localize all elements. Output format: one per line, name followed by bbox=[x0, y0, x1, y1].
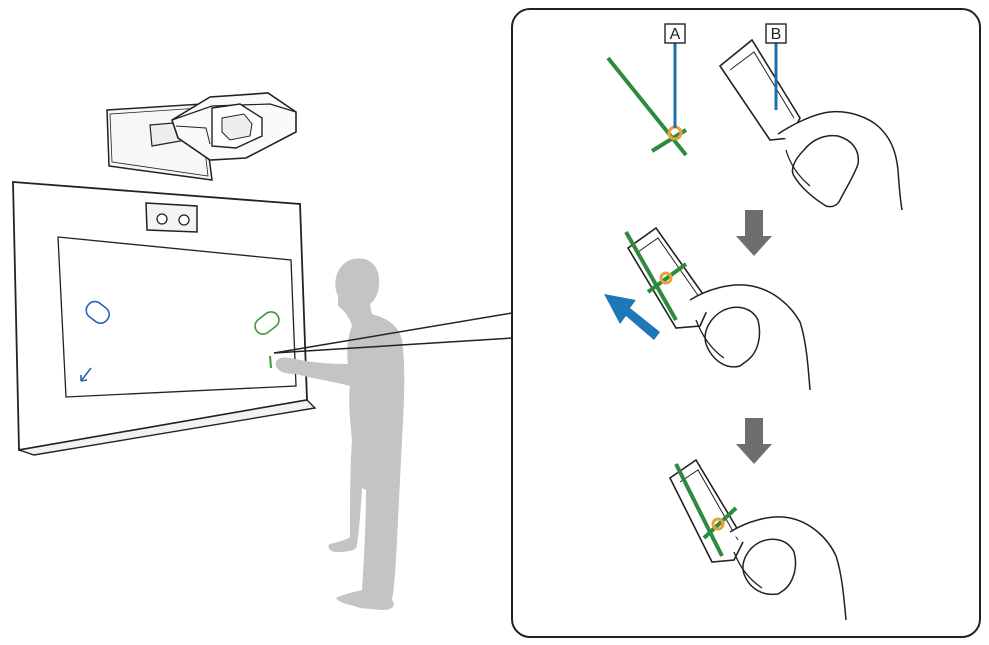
step-approach bbox=[604, 226, 811, 391]
callout-a: A bbox=[670, 26, 681, 43]
detail-panel: A B bbox=[511, 8, 981, 638]
whiteboard bbox=[12, 181, 317, 456]
pen-cursor-icon bbox=[80, 367, 92, 382]
callout-b: B bbox=[771, 26, 782, 43]
calibration-mark-green bbox=[254, 311, 280, 335]
step-target: A bbox=[606, 23, 688, 157]
move-direction-arrow-icon bbox=[604, 294, 660, 340]
camera-unit bbox=[145, 202, 198, 233]
step-touch bbox=[668, 458, 847, 621]
hand-illustration bbox=[729, 516, 847, 621]
down-arrow-icon bbox=[736, 418, 772, 464]
hand-illustration bbox=[689, 284, 811, 391]
projector bbox=[106, 92, 297, 181]
scene bbox=[12, 92, 405, 610]
down-arrow-icon bbox=[736, 210, 772, 256]
calibration-mark-blue bbox=[85, 300, 110, 325]
step-pen-tip: B bbox=[718, 23, 903, 211]
zoom-line-upper bbox=[273, 312, 513, 354]
zoom-line-lower bbox=[273, 337, 513, 354]
